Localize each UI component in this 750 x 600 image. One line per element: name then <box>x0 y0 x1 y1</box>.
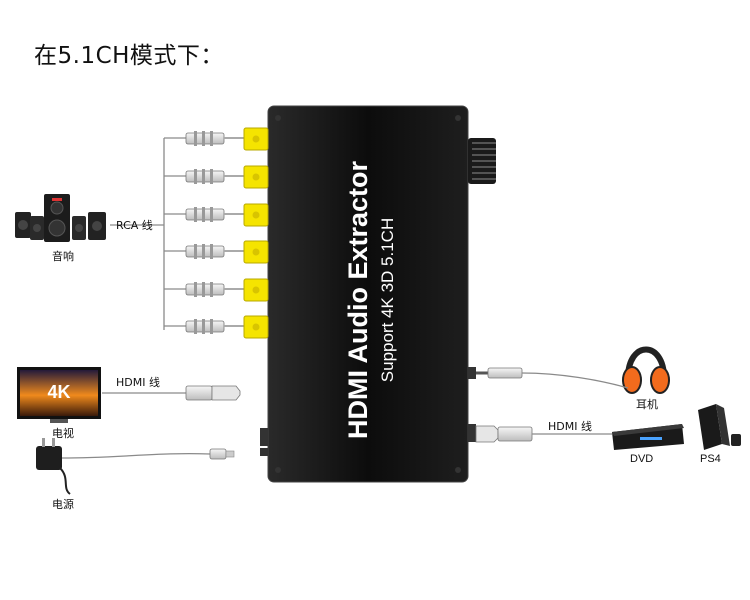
ps4-label: PS4 <box>700 453 721 465</box>
rca-plug-1 <box>185 131 225 146</box>
tv-icon: 4K <box>17 367 101 423</box>
audio-jack-cable <box>476 367 629 389</box>
device-title: HDMI Audio Extractor <box>343 160 373 439</box>
page-title: 在5.1CH模式下： <box>34 43 224 69</box>
ps4-console-icon <box>698 404 741 450</box>
rca-port-1[interactable] <box>243 127 269 151</box>
rca-cable-label: RCA 线 <box>116 219 153 232</box>
rca-ports <box>243 127 269 339</box>
dvd-player-icon <box>612 424 684 450</box>
rca-tips <box>224 137 244 327</box>
power-port[interactable] <box>260 448 268 456</box>
tv-label: 电视 <box>52 427 74 440</box>
hdmi-cable-left <box>102 385 241 401</box>
hdmi-cable-right <box>475 425 612 443</box>
rca-plug-3 <box>185 207 225 222</box>
hdmi-cable-right-label: HDMI 线 <box>548 420 592 433</box>
dvd-label: DVD <box>630 453 654 465</box>
device-subtitle: Support 4K 3D 5.1CH <box>378 218 397 382</box>
rca-port-3[interactable] <box>243 203 269 227</box>
audio-extractor-device: HDMI Audio Extractor Support 4K 3D 5.1CH <box>260 105 496 483</box>
rca-port-6[interactable] <box>243 315 269 339</box>
headphones-label: 耳机 <box>636 398 658 411</box>
speaker-icon <box>15 194 106 242</box>
hdmi-cable-left-label: HDMI 线 <box>116 376 160 389</box>
rca-port-2[interactable] <box>243 165 269 189</box>
volume-knob[interactable] <box>468 138 496 184</box>
rca-plug-4 <box>185 244 225 259</box>
hdmi-in-port[interactable] <box>468 424 476 442</box>
hdmi-out-port[interactable] <box>260 428 268 446</box>
rca-port-4[interactable] <box>243 240 269 264</box>
power-adapter-icon <box>36 438 235 495</box>
rca-plug-2 <box>185 169 225 184</box>
headphone-port[interactable] <box>468 367 476 379</box>
rca-plug-5 <box>185 282 225 297</box>
headphones-icon <box>622 346 670 394</box>
rca-port-5[interactable] <box>243 278 269 302</box>
rca-plugs <box>185 131 225 334</box>
tv-screen-text: 4K <box>47 382 70 402</box>
rca-plug-6 <box>185 319 225 334</box>
rca-cable-tree <box>110 137 186 330</box>
speaker-label: 音响 <box>52 250 74 263</box>
power-label: 电源 <box>52 498 74 511</box>
